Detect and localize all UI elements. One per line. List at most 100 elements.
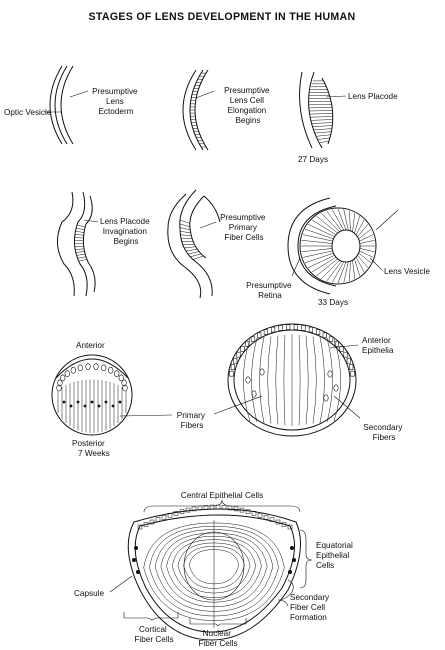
vesicle-cell-mark — [357, 255, 369, 268]
vesicle-cell-mark — [359, 250, 374, 258]
nucleus-dot — [104, 400, 108, 404]
secondary-fiber-line — [298, 334, 301, 426]
epithelial-cell — [70, 366, 76, 374]
nucleus-dot — [111, 404, 115, 408]
vesicle-cell-mark — [304, 253, 334, 264]
vesicle-cell-mark — [358, 229, 372, 239]
anterior-epithelial-cell — [350, 370, 355, 377]
placode-cell-mark — [311, 122, 333, 124]
fiber-layer — [160, 532, 268, 608]
epithelial-cell — [122, 384, 128, 392]
central-epithelial-cell — [221, 505, 227, 510]
vesicle-cell-mark — [337, 261, 347, 284]
anterior-epithelial-cell — [278, 325, 283, 331]
invagination-cell-mark — [77, 256, 87, 259]
label-lens-placode: Lens Placode — [348, 92, 398, 101]
fiber-layer — [149, 526, 279, 617]
placode-cell-mark — [318, 137, 330, 140]
vesicle-cell-mark — [302, 250, 333, 258]
fiber-layer — [177, 542, 251, 594]
fiber-layer — [183, 545, 245, 589]
fiber-nucleus — [251, 390, 257, 398]
epithelial-cell — [101, 364, 107, 372]
placode-cell-mark — [310, 116, 333, 118]
equatorial-nucleus — [292, 558, 296, 562]
vesicle-cell-mark — [311, 219, 336, 235]
vesicle-cell-mark — [358, 253, 372, 263]
epithelial-cell — [56, 384, 62, 392]
fiber-layer — [143, 522, 285, 621]
epithelial-cell — [118, 374, 124, 382]
vesicle-cell-mark — [307, 255, 335, 268]
nucleus-dot — [76, 400, 80, 404]
equatorial-nucleus — [132, 558, 136, 562]
nucleus-dot — [118, 400, 122, 404]
fiber-nucleus — [327, 370, 333, 378]
anterior-epithelial-cell — [334, 341, 339, 347]
equatorial-nucleus — [134, 546, 138, 550]
anterior-epithelial-cell — [339, 346, 344, 352]
stage-4-invagination: Lens Placode Invagination Begins — [57, 191, 150, 297]
vesicle-cell-mark — [311, 257, 336, 273]
invagination-cell-mark — [75, 251, 85, 253]
vesicle-cell-mark — [357, 224, 369, 237]
stage-2-elongation: Presumptive Lens Cell Elongation Begins — [182, 69, 272, 151]
placode-cell-mark — [309, 113, 333, 115]
fiber-layer — [189, 549, 239, 585]
central-epithelial-cell — [287, 524, 293, 530]
anterior-epithelial-cell — [236, 351, 241, 358]
fiber-cell-mark — [183, 243, 195, 245]
epithelial-cell — [60, 374, 66, 382]
label-capsule: Capsule — [74, 589, 104, 598]
anterior-epithelial-cell — [349, 364, 354, 370]
vesicle-cell-mark — [304, 228, 334, 239]
vesicle-cell-mark — [352, 260, 356, 279]
label-posterior-7-weeks: Posterior 7 Weeks — [72, 439, 110, 458]
stage-8-adult-lens: Central Epithelial Cells Equatorial Epit… — [74, 491, 353, 648]
fiber-nucleus — [259, 368, 265, 376]
central-epithelial-cell — [281, 522, 287, 527]
vesicle-cell-mark — [343, 261, 349, 283]
anterior-epithelial-cell — [346, 357, 351, 364]
central-epithelial-cell — [245, 509, 251, 514]
vesicle-cell-mark — [321, 260, 340, 280]
vesicle-cell-mark — [359, 234, 374, 242]
vesicle-cell-mark — [326, 261, 342, 282]
central-epithelial-cell — [161, 515, 167, 520]
label-anterior: Anterior — [76, 341, 105, 350]
central-epithelial-cell — [179, 509, 185, 514]
vesicle-cell-mark — [301, 239, 332, 244]
secondary-fiber-line — [326, 337, 333, 423]
anterior-epithelial-cell — [286, 324, 291, 330]
label-lens-vesicle: Lens Vesicle — [384, 267, 430, 276]
vesicle-cell-mark — [301, 248, 332, 253]
equatorial-nucleus — [288, 570, 292, 574]
equatorial-nucleus — [136, 570, 140, 574]
vesicle-cell-mark — [326, 210, 342, 231]
fiber-cell-mark — [186, 248, 198, 252]
label-secondary-fibers: Secondary Fibers — [363, 423, 404, 442]
stage-6-lens-vesicle: Lens Vesicle Presumptive Retina 33 Days — [246, 197, 430, 307]
epithelial-cell — [108, 366, 114, 374]
fiber-cell-mark — [179, 227, 191, 231]
fiber-cell-mark — [190, 253, 202, 257]
vesicle-cell-mark — [355, 219, 365, 235]
label-lens-cell-elongation: Presumptive Lens Cell Elongation Begins — [224, 86, 272, 125]
equatorial-nucleus — [290, 546, 294, 550]
anterior-epithelial-cell — [233, 357, 238, 364]
anterior-epithelial-cell — [229, 370, 234, 377]
secondary-fiber-line — [305, 335, 309, 425]
central-epithelial-cell — [137, 524, 143, 530]
fiber-cell-mark — [188, 251, 200, 255]
stage-5-primary-fiber-cells: Presumptive Primary Fiber Cells — [167, 189, 266, 299]
secondary-fiber-line — [243, 338, 251, 422]
label-primary-fibers: Primary Fibers — [177, 411, 207, 430]
anterior-epithelial-cell — [322, 332, 327, 339]
label-central-epithelial-cells: Central Epithelial Cells — [181, 491, 263, 500]
secondary-fiber-line — [283, 334, 286, 426]
anterior-epithelial-cell — [250, 336, 256, 343]
placode-cell-mark — [312, 125, 333, 127]
vesicle-cell-mark — [337, 208, 347, 231]
fiber-nucleus — [245, 376, 251, 384]
vesicle-cell-mark — [352, 213, 356, 232]
